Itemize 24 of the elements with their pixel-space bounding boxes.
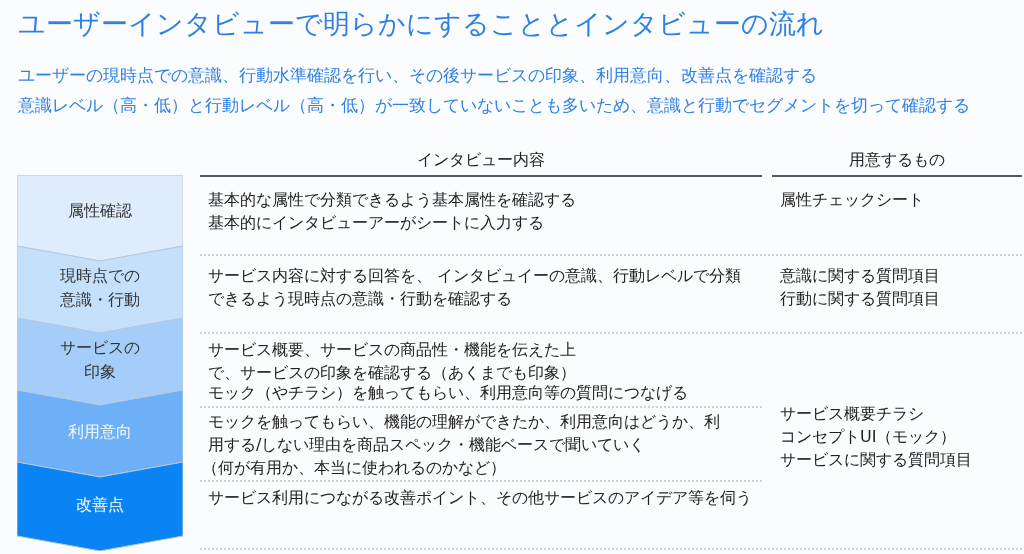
title: ユーザーインタビューで明らかにすることとインタビューの流れ xyxy=(18,7,824,41)
table-text: サービスに関する質問項目 xyxy=(780,449,972,471)
subtitle: ユーザーの現時点での意識、行動水準確認を行い、その後サービスの印象、利用意向、改善点を確認する xyxy=(18,65,817,87)
table-text: 意識に関する質問項目 xyxy=(780,265,940,287)
chevron-band: 現時点での意識・行動 xyxy=(17,246,183,333)
chevron-band: サービスの印象 xyxy=(17,318,183,405)
table-text: サービス利用につながる改善ポイント、その他サービスのアイデア等を伺う xyxy=(208,487,753,509)
table-text: 基本的にインタビューアーがシートに入力する xyxy=(208,212,544,234)
table-text: 基本的な属性で分類できるよう基本属性を確認する xyxy=(208,189,576,211)
column-header: 用意するもの xyxy=(848,149,946,171)
table-text: 行動に関する質問項目 xyxy=(780,288,940,310)
table-text: モック（やチラシ）を触ってもらい、利用意向等の質問につなげる xyxy=(208,382,688,404)
table-text: コンセプトUI（モック） xyxy=(780,426,957,448)
chevron-band: 利用意向 xyxy=(17,390,183,477)
table-text: モックを触ってもらい、機能の理解ができたか、利用意向はどうか、利用する/しない理由を商品スペック・機能ベースで聞いていく xyxy=(208,411,721,456)
subtitle: 意識レベル（高・低）と行動レベル（高・低）が一致していないことも多いため、意識と行動でセグメントを切って確認する xyxy=(18,95,970,117)
column-header: インタビュー内容 xyxy=(416,149,546,171)
table-text: （何が有用か、本当に使われるのかなど） xyxy=(202,457,506,479)
chevron-band: 改善点 xyxy=(17,462,183,551)
table-text: サービス内容に対する回答を、 インタビュイーの意識、行動レベルで分類できるよう現時点の意識・行動を確認する xyxy=(208,265,743,310)
table-text: サービス概要、サービスの商品性・機能を伝えた上で、サービスの印象を確認する（あくまでも印象） xyxy=(208,339,577,384)
table-text: 属性チェックシート xyxy=(780,189,924,211)
chevron-band: 属性確認 xyxy=(17,175,183,261)
table-text: サービス概要チラシ xyxy=(780,403,924,425)
